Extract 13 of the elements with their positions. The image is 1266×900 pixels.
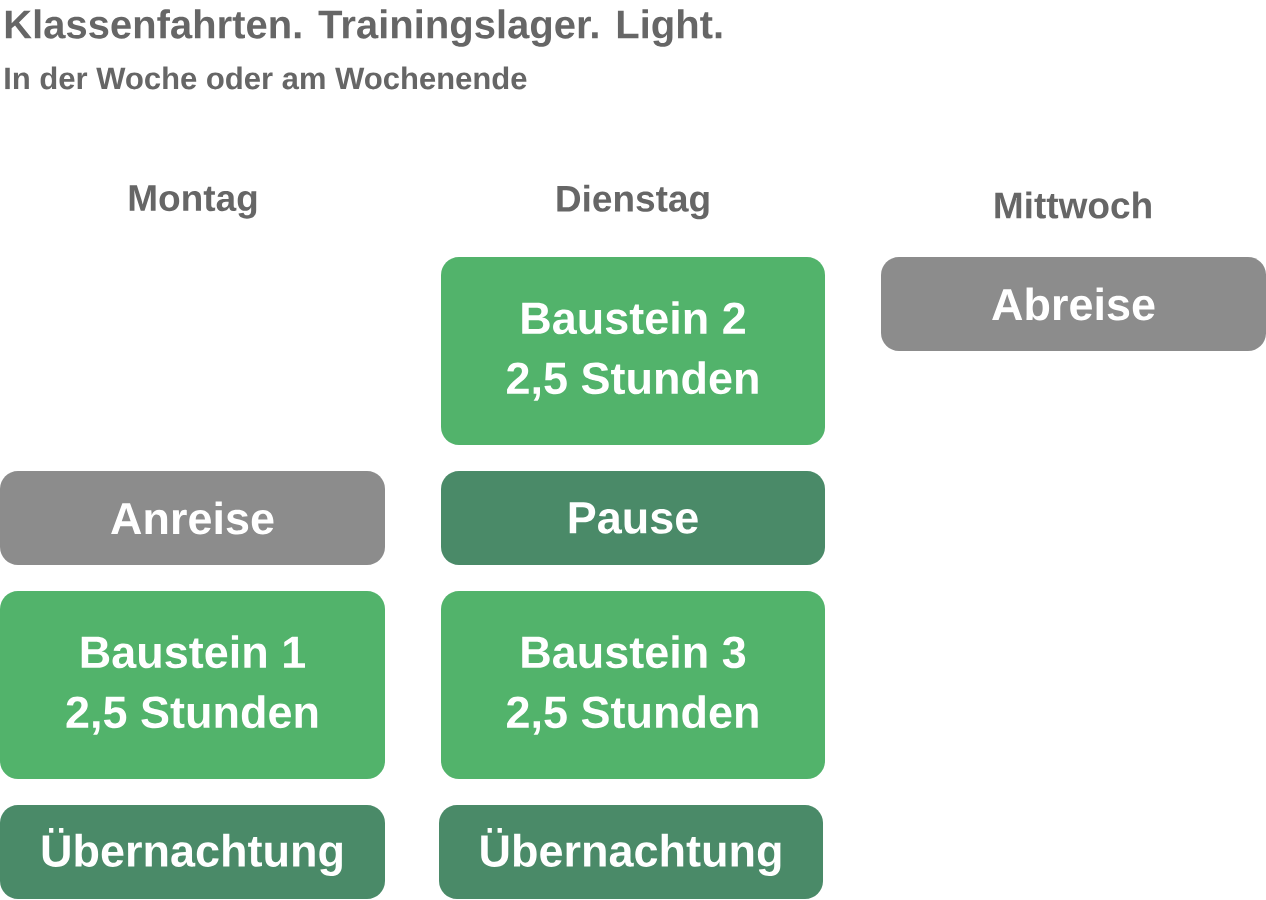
day-heading: Mittwoch: [995, 191, 1151, 219]
schedule-box: Abreise: [881, 257, 1266, 351]
schedule-box: Übernachtung: [439, 805, 823, 899]
schedule-box: Baustein 3 2,5 Stunden: [441, 591, 825, 779]
subtitle: In der Woche oder am Wochenende: [5, 66, 527, 90]
schedule-box: Pause: [441, 471, 825, 565]
day-heading: Dienstag: [557, 184, 709, 220]
schedule-box: Anreise: [0, 471, 385, 565]
schedule-box: Baustein 2 2,5 Stunden: [441, 257, 825, 445]
schedule-box: Baustein 1 2,5 Stunden: [0, 591, 385, 779]
title: Klassenfahrten. Trainingslager. Light.: [5, 9, 722, 47]
day-heading: Montag: [129, 185, 257, 219]
schedule-box: Übernachtung: [0, 805, 385, 899]
